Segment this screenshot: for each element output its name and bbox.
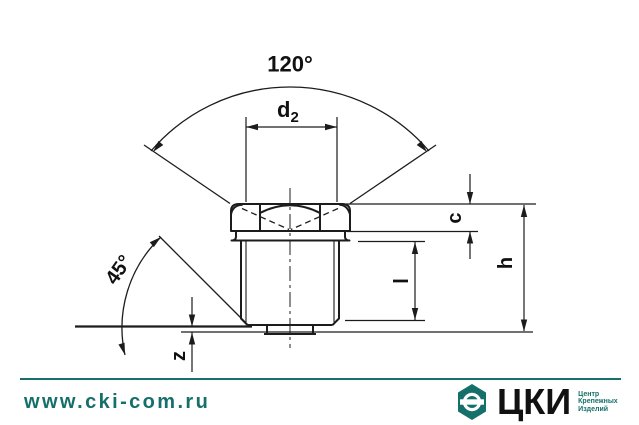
dimension-c (346, 174, 536, 259)
cki-logo: ЦКИ Центр Крепежных Изделий (456, 383, 618, 421)
h-label: h (495, 257, 517, 269)
website-text: www.cki-com.ru (24, 391, 211, 413)
angle-45-side (158, 235, 248, 325)
c-label: c (444, 212, 466, 223)
arrowhead (520, 205, 528, 217)
angle-45-arc (121, 236, 162, 356)
arrowhead (411, 242, 419, 254)
logo-tagline-line-1: Центр (578, 390, 600, 398)
arrowhead (466, 192, 474, 204)
dimension-d2 (245, 117, 338, 202)
logo-hexagon-icon (458, 384, 486, 420)
head-hidden-cone-lines (241, 207, 339, 231)
angle-120-right-side (349, 144, 437, 205)
angle-45-annotation (118, 235, 248, 356)
arrowhead (416, 140, 427, 152)
angle-45-label: 45° (101, 251, 136, 288)
angle-120-annotation (143, 86, 437, 205)
arrowhead (118, 342, 125, 355)
arrowhead (153, 140, 164, 152)
dimension-z (188, 297, 196, 372)
arrowhead (188, 314, 196, 327)
footer-divider-line (20, 378, 621, 380)
fastener-drawing: 120° d2 c l (75, 52, 536, 372)
logo-tagline-line-3: Изделий (578, 405, 609, 413)
logo-tagline: Центр Крепежных Изделий (578, 391, 618, 414)
angle-120-label: 120° (267, 52, 313, 77)
l-label: l (391, 278, 413, 284)
arrowhead (188, 332, 196, 345)
arrowhead (466, 231, 474, 244)
arrowhead (149, 237, 161, 248)
arrowhead (246, 123, 258, 131)
arrowhead (325, 123, 337, 131)
dimension-h (520, 205, 528, 332)
hex-head (230, 203, 351, 232)
logo-text: ЦКИ (497, 381, 572, 422)
angle-120-left-side (143, 144, 231, 205)
angle-120-arc (150, 86, 430, 152)
arrowhead (411, 308, 419, 320)
surface-lines (75, 325, 533, 333)
arrowhead (520, 319, 528, 332)
z-label: z (168, 351, 190, 361)
dimension-l (345, 240, 425, 322)
d2-label: d2 (277, 97, 299, 126)
logo-tagline-line-2: Крепежных (578, 398, 618, 406)
